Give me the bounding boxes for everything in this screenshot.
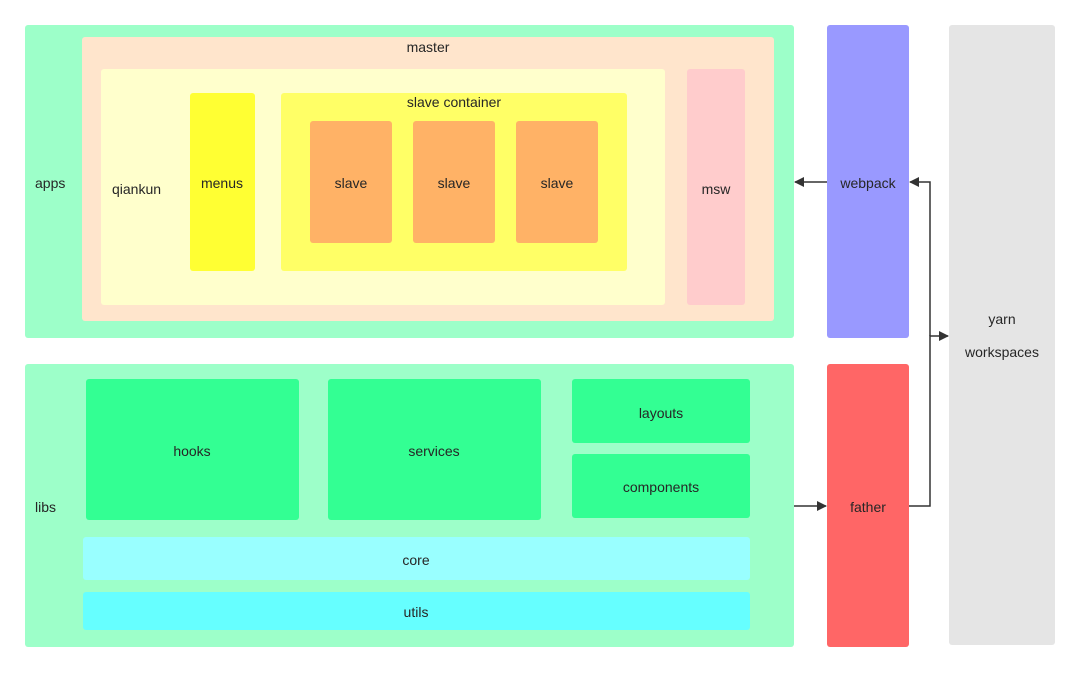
layouts-label: layouts [638, 405, 684, 421]
master-label: master [406, 39, 450, 55]
slave-label-1: slave [334, 175, 368, 191]
menus-label: menus [200, 175, 244, 191]
father-label: father [850, 499, 886, 515]
msw-label: msw [701, 181, 731, 197]
libs-label: libs [35, 499, 57, 515]
yarn-workspaces-box [949, 25, 1055, 645]
slave-label-2: slave [437, 175, 471, 191]
layouts-box [572, 379, 750, 443]
core-label: core [402, 552, 430, 568]
slave-box-2 [413, 121, 495, 243]
yarn-to-webpack-connector [909, 177, 931, 336]
slave-container-label: slave container [406, 94, 502, 110]
components-box [572, 454, 750, 518]
utils-box [83, 592, 750, 630]
menus-box [190, 93, 255, 271]
slave-label-3: slave [540, 175, 574, 191]
slave-box-3 [516, 121, 598, 243]
hooks-label: hooks [173, 443, 211, 459]
apps-label: apps [35, 175, 66, 191]
yarn-label-line1: yarn [988, 311, 1016, 327]
webpack-label: webpack [840, 175, 896, 191]
utils-label: utils [403, 604, 429, 620]
services-label: services [408, 443, 460, 459]
components-label: components [622, 479, 700, 495]
slave-box-1 [310, 121, 392, 243]
father-to-yarn-connector [909, 331, 949, 507]
webpack-box [827, 25, 909, 338]
msw-box [687, 69, 745, 305]
core-box [83, 537, 750, 580]
services-box [328, 379, 541, 520]
yarn-label-line2: workspaces [965, 344, 1039, 360]
father-box [827, 364, 909, 647]
qiankun-label: qiankun [112, 181, 162, 197]
hooks-box [86, 379, 299, 520]
